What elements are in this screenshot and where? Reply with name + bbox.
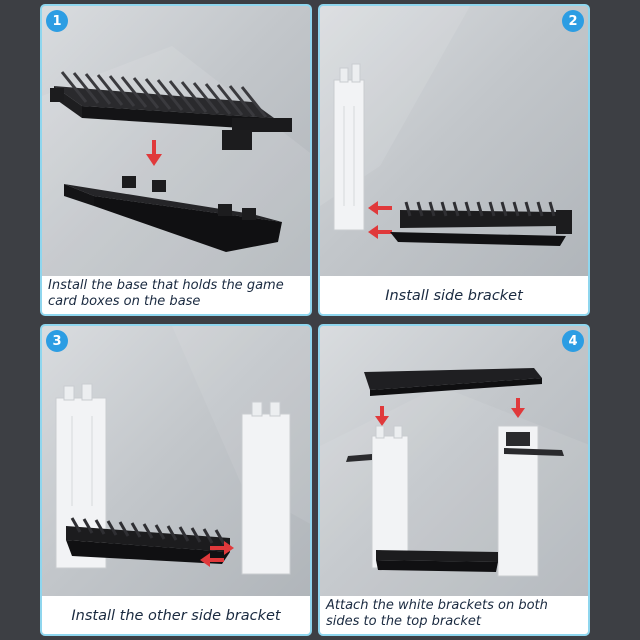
game-card-rack bbox=[390, 201, 572, 246]
step-4-panel: 4 Attach the white brackets on both side… bbox=[318, 324, 590, 636]
game-card-rack bbox=[376, 550, 498, 572]
step-3-panel: 3 Install the other side bracket bbox=[40, 324, 312, 636]
down-arrow-icon bbox=[375, 398, 525, 426]
right-arrow-icon bbox=[200, 541, 234, 567]
step-number-badge: 4 bbox=[562, 330, 584, 352]
step-2-panel: 2 Install side bracket bbox=[318, 4, 590, 316]
down-arrow-icon bbox=[146, 140, 162, 166]
step-number-badge: 1 bbox=[46, 10, 68, 32]
step-1-panel: 1 Install the base that holds the game c… bbox=[40, 4, 312, 316]
left-arrow-icon bbox=[368, 201, 392, 239]
white-side-bracket bbox=[241, 401, 291, 575]
game-card-rack bbox=[50, 71, 292, 150]
white-side-bracket bbox=[333, 63, 365, 231]
white-side-bracket bbox=[346, 425, 409, 569]
step-caption: Install side bracket bbox=[320, 276, 588, 314]
step-1-illustration bbox=[42, 46, 310, 314]
step-caption: Install the other side bracket bbox=[42, 596, 310, 634]
step-2-illustration bbox=[320, 6, 572, 246]
white-side-bracket bbox=[497, 425, 564, 577]
step-3-illustration bbox=[55, 326, 310, 575]
game-card-rack bbox=[66, 517, 230, 564]
step-4-illustration bbox=[320, 368, 588, 634]
top-bracket bbox=[364, 368, 542, 396]
step-number-badge: 2 bbox=[562, 10, 584, 32]
step-number-badge: 3 bbox=[46, 330, 68, 352]
step-caption: Attach the white brackets on both sides … bbox=[320, 596, 588, 634]
base-plate bbox=[64, 176, 282, 252]
step-caption: Install the base that holds the game car… bbox=[42, 276, 310, 314]
